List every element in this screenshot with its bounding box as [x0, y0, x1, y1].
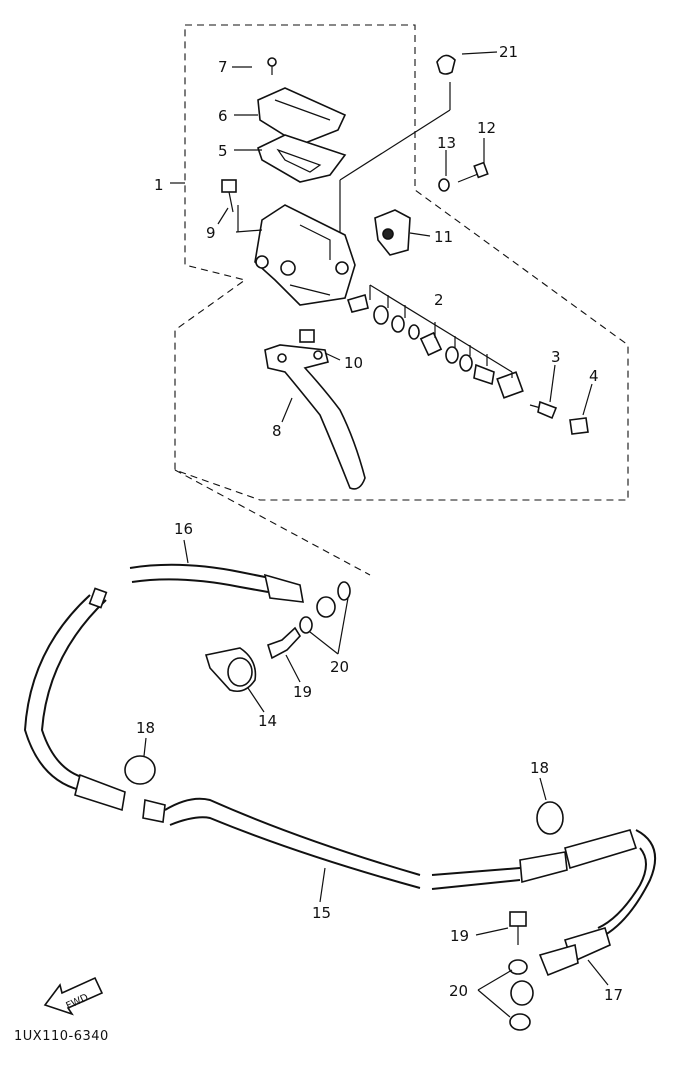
- boot-4: [569, 417, 589, 435]
- screw-7: [267, 57, 277, 75]
- callout-4: 4: [589, 367, 599, 385]
- lever-8: [264, 344, 366, 490]
- callout-9: 9: [206, 224, 216, 242]
- callout-17: 17: [604, 986, 623, 1004]
- callout-15: 15: [312, 904, 331, 922]
- fwd-arrow-icon: FWD: [43, 976, 104, 1016]
- assembly-1-boundary: [174, 24, 629, 576]
- callout-16: 16: [174, 520, 193, 538]
- pushrod-3: [529, 400, 558, 420]
- bolt-12: [457, 161, 489, 183]
- washer-20-top: [337, 581, 351, 601]
- callout-11: 11: [434, 228, 453, 246]
- boot-21: [436, 54, 456, 75]
- callout-21: 21: [499, 43, 518, 61]
- master-cylinder-body: [254, 204, 356, 306]
- callout-12: 12: [477, 119, 496, 137]
- leader-lines: [143, 51, 609, 1018]
- callout-8: 8: [272, 422, 282, 440]
- callout-10: 10: [344, 354, 363, 372]
- bushing-10: [299, 329, 315, 343]
- reservoir-cap-6: [257, 87, 347, 146]
- callout-19-bottom: 19: [450, 927, 469, 945]
- drawing-code: 1UX110-6340: [14, 1029, 109, 1044]
- bolt-9: [221, 179, 237, 213]
- callout-20-top: 20: [330, 658, 349, 676]
- callout-2: 2: [434, 291, 444, 309]
- washer-13: [438, 178, 450, 192]
- callout-labels: 1 2 3 4 5 6 7 8 9 10 11 12 13 14 15 16 1…: [136, 43, 623, 1004]
- hose-17: [510, 927, 611, 1006]
- callout-7: 7: [218, 58, 228, 76]
- callout-14: 14: [258, 712, 277, 730]
- callout-20-bottom: 20: [449, 982, 468, 1000]
- washer-20-mid: [299, 616, 313, 634]
- callout-13: 13: [437, 134, 456, 152]
- callout-19-top: 19: [293, 683, 312, 701]
- callout-18-left: 18: [136, 719, 155, 737]
- piston-kit-2: [346, 284, 524, 399]
- clamp-11: [374, 209, 411, 256]
- grommet-18-left: [124, 755, 156, 785]
- callout-18-right: 18: [530, 759, 549, 777]
- washer-20-lower-b: [509, 1013, 531, 1031]
- grommet-18-right: [536, 801, 564, 835]
- union-bolt-19-top: [267, 626, 302, 660]
- callout-5: 5: [218, 142, 228, 160]
- callout-3: 3: [551, 348, 561, 366]
- hose-15: [23, 587, 657, 936]
- callout-1: 1: [154, 176, 164, 194]
- washer-20-lower-a: [508, 959, 528, 975]
- diaphragm-5: [257, 134, 347, 183]
- hose-16: [129, 563, 336, 618]
- cover-14: [204, 647, 257, 693]
- callout-6: 6: [218, 107, 228, 125]
- union-bolt-19-bottom: [509, 911, 527, 945]
